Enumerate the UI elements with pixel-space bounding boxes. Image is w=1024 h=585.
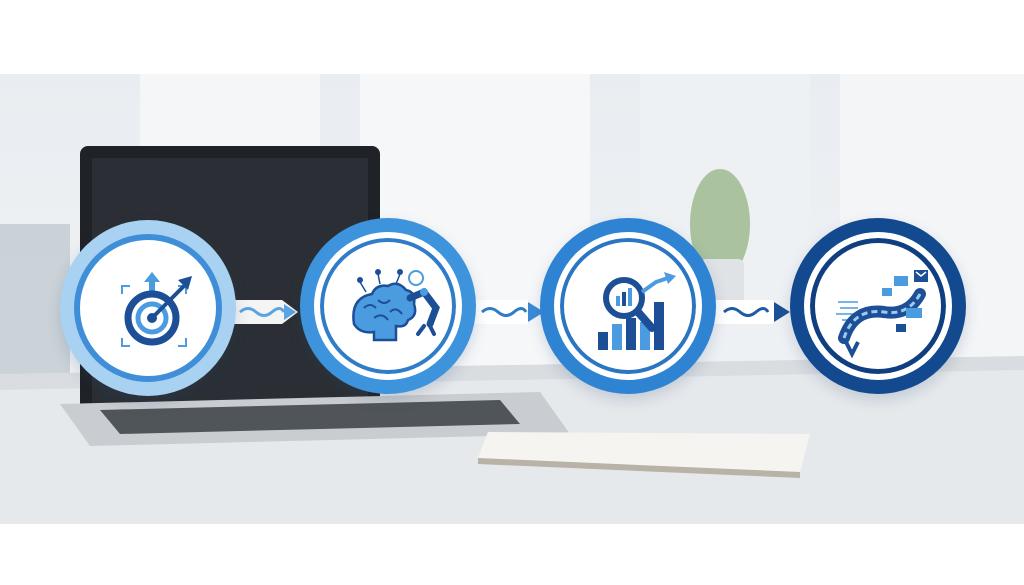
step-4-node [790,218,966,394]
brain-robot-arm-icon [352,269,440,342]
step-1-node [60,220,236,396]
step-3-node [540,218,716,394]
target-arrow-icon [121,272,192,347]
wave-arrow-1 [226,300,298,324]
step-2-node [300,218,476,394]
data-pipeline-icon [836,270,928,359]
wave-arrow-3 [710,300,790,324]
magnifier-bar-chart-icon [598,272,676,350]
wave-arrow-2 [468,300,544,324]
